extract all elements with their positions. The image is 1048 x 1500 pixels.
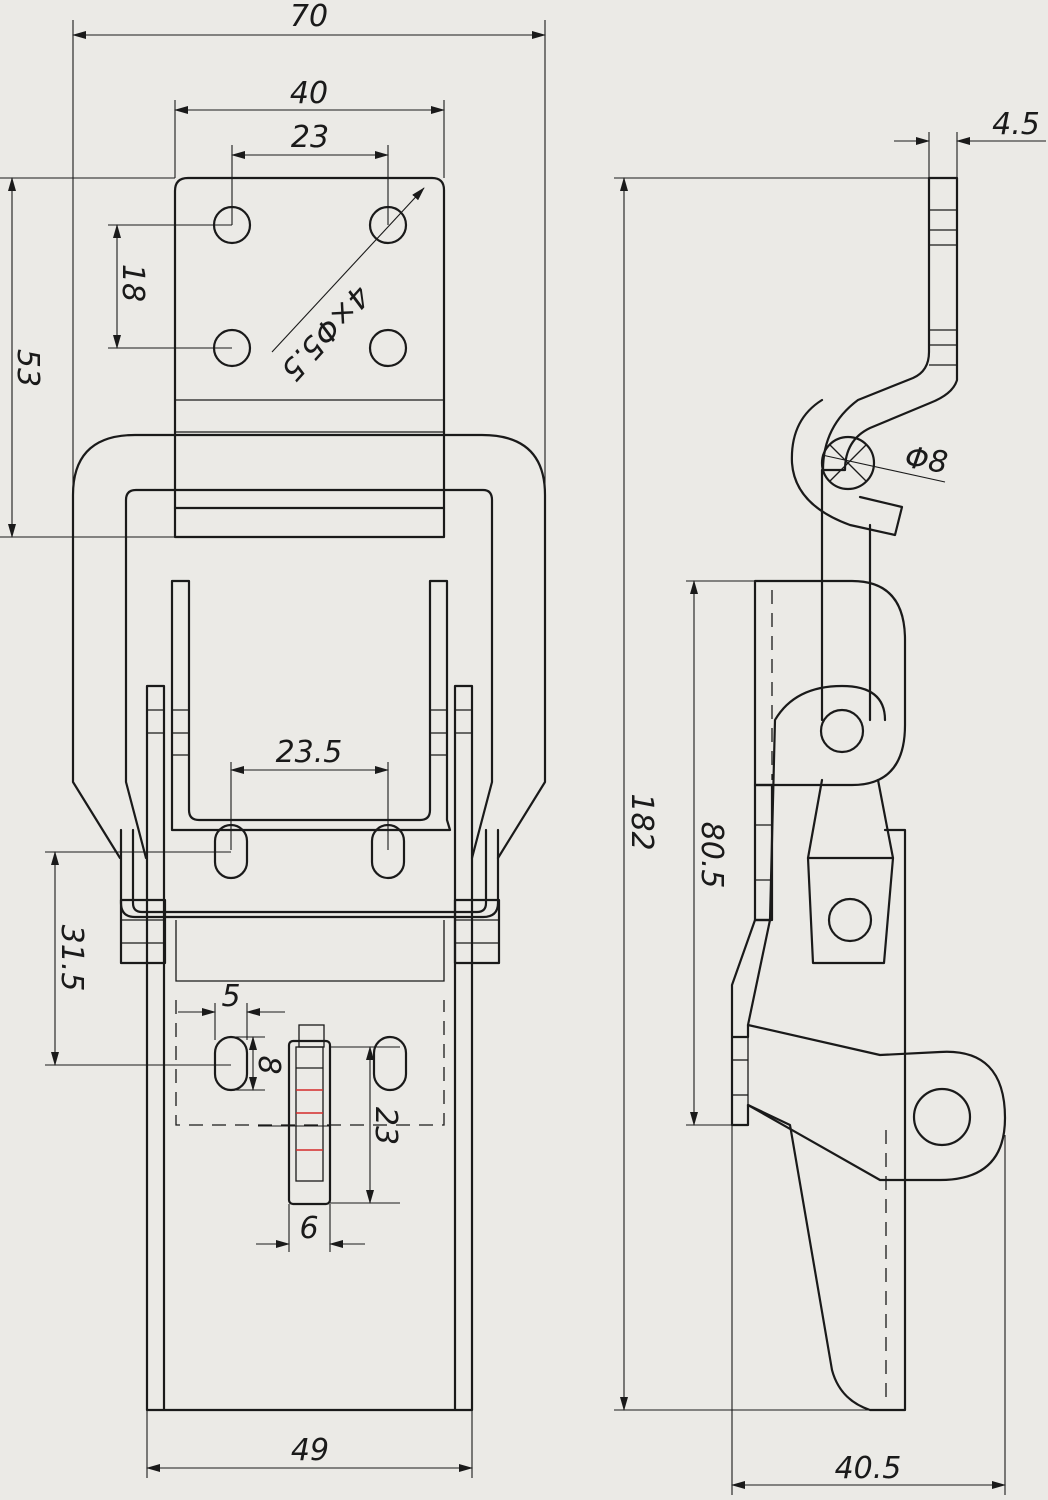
hook-body: [170, 579, 452, 832]
dim-hook-length: 80.5: [694, 822, 729, 889]
side-flange: [821, 176, 959, 472]
dim-hole-spacing-y: 18: [115, 264, 150, 302]
dim-plate-height: 53: [10, 349, 45, 387]
slot: [213, 1035, 249, 1092]
lever-eye: [746, 1023, 1007, 1182]
base-plate: [145, 684, 474, 1412]
dim-slot-spacing: 23.5: [276, 735, 343, 770]
mounting-plate: [173, 176, 446, 539]
padlock-tab: [287, 1039, 332, 1206]
dim-total-height: 182: [624, 793, 659, 850]
pin: [820, 435, 876, 491]
slot: [372, 1035, 408, 1092]
side-dimensions: 4.5 182 80.5 40.5: [614, 107, 1046, 1495]
lever-hole: [912, 1087, 972, 1147]
dim-slot-width: 5: [221, 979, 240, 1014]
dim-overall-width: 70: [290, 0, 328, 34]
dim-lock-height: 23: [368, 1107, 403, 1145]
dim-thickness: 4.5: [992, 107, 1040, 142]
mounting-hole: [368, 328, 408, 368]
dim-plate-width: 40: [290, 76, 328, 111]
dim-pin-diameter: Φ8: [903, 440, 950, 481]
front-view: [71, 176, 547, 1412]
front-dimensions: 70 40 23 53 18 4×Φ5.5 23.5 31.5: [0, 0, 546, 1478]
side-view: Φ8: [730, 176, 1007, 1412]
dim-slot-offset: 31.5: [54, 925, 89, 992]
dim-side-depth: 40.5: [835, 1451, 902, 1486]
dim-slot-height: 8: [251, 1055, 286, 1074]
wire-bail: [71, 433, 547, 860]
dim-base-width: 49: [291, 1433, 329, 1468]
dim-lock-width: 6: [299, 1211, 318, 1246]
dim-hole-spacing-x: 23: [291, 120, 329, 155]
side-hinge: [753, 579, 907, 787]
